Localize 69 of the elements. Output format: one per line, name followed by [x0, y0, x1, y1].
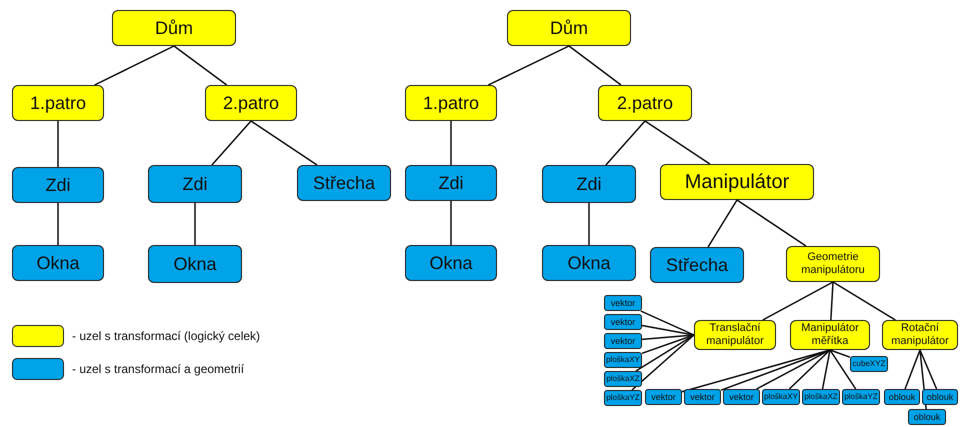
tree-node: Translační manipulátor	[694, 320, 776, 350]
connector-line	[756, 349, 830, 390]
connector-line	[450, 121, 452, 165]
connector-line	[707, 200, 738, 248]
tree-node: Dům	[112, 10, 236, 46]
connector-line	[250, 120, 318, 166]
connector-line	[736, 199, 806, 247]
tree-node: Zdi	[542, 165, 636, 203]
connector-line	[830, 282, 834, 320]
tree-node: Zdi	[148, 165, 242, 203]
connector-line	[174, 45, 228, 86]
tree-node: Zdi	[12, 167, 104, 203]
leaf-node: cubeXYZ	[850, 356, 888, 372]
connector-line	[568, 45, 622, 86]
tree-node: Manipulátor měřítka	[790, 320, 870, 350]
connector-line	[640, 310, 694, 336]
leaf-node: oblouk	[922, 389, 958, 405]
connector-line	[57, 203, 59, 245]
connector-line	[605, 120, 646, 166]
leaf-node: oblouk	[908, 409, 946, 425]
connector-line	[450, 201, 452, 245]
connector-line	[194, 203, 196, 245]
connector-line	[94, 45, 174, 86]
connector-line	[919, 350, 938, 390]
connector-line	[832, 281, 896, 321]
tree-node: 1.patro	[405, 85, 497, 121]
leaf-node: oblouk	[884, 389, 920, 405]
tree-node: Zdi	[405, 165, 497, 201]
leaf-node: ploškaXZ	[604, 371, 642, 387]
leaf-node: vektor	[684, 389, 721, 405]
leaf-node: ploškaYZ	[604, 390, 642, 406]
tree-node: 1.patro	[12, 85, 104, 121]
connector-line	[644, 120, 710, 165]
tree-node: Okna	[405, 245, 497, 281]
connector-line	[632, 334, 694, 391]
tree-node: 2.patro	[598, 85, 692, 121]
connector-line	[57, 121, 59, 167]
legend-text: - uzel s transformací a geometrií	[72, 362, 244, 376]
tree-node: 2.patro	[205, 85, 297, 121]
leaf-node: ploškaXY	[604, 352, 642, 368]
connector-line	[211, 120, 252, 166]
tree-node: Okna	[542, 245, 636, 281]
leaf-node: ploškaYZ	[842, 389, 880, 405]
connector-line	[830, 349, 850, 358]
leaf-node: vektor	[723, 389, 760, 405]
tree-node: Geometrie manipulátoru	[786, 246, 880, 282]
connector-line	[904, 350, 921, 390]
legend-text: - uzel s transformací (logický celek)	[72, 329, 260, 343]
connector-line	[829, 350, 856, 390]
tree-node: Manipulátor	[660, 164, 814, 200]
leaf-node: vektor	[604, 333, 642, 349]
tree-node: Rotační manipulátor	[882, 320, 958, 350]
connector-line	[588, 203, 590, 245]
connector-line	[636, 334, 694, 372]
tree-node: Střecha	[297, 165, 391, 201]
connector-line	[488, 45, 570, 86]
tree-node: Střecha	[650, 247, 744, 283]
leaf-node: ploškaXZ	[802, 389, 840, 405]
connector-line	[642, 334, 694, 340]
connector-line	[762, 281, 834, 321]
tree-node: Okna	[148, 245, 242, 283]
connector-line	[788, 349, 831, 390]
leaf-node: vektor	[645, 389, 682, 405]
tree-node: Okna	[12, 245, 104, 281]
tree-node: Dům	[507, 10, 631, 46]
leaf-node: vektor	[604, 295, 642, 311]
leaf-node: ploškaXY	[762, 389, 800, 405]
connector-line	[822, 350, 831, 390]
leaf-node: vektor	[604, 314, 642, 330]
